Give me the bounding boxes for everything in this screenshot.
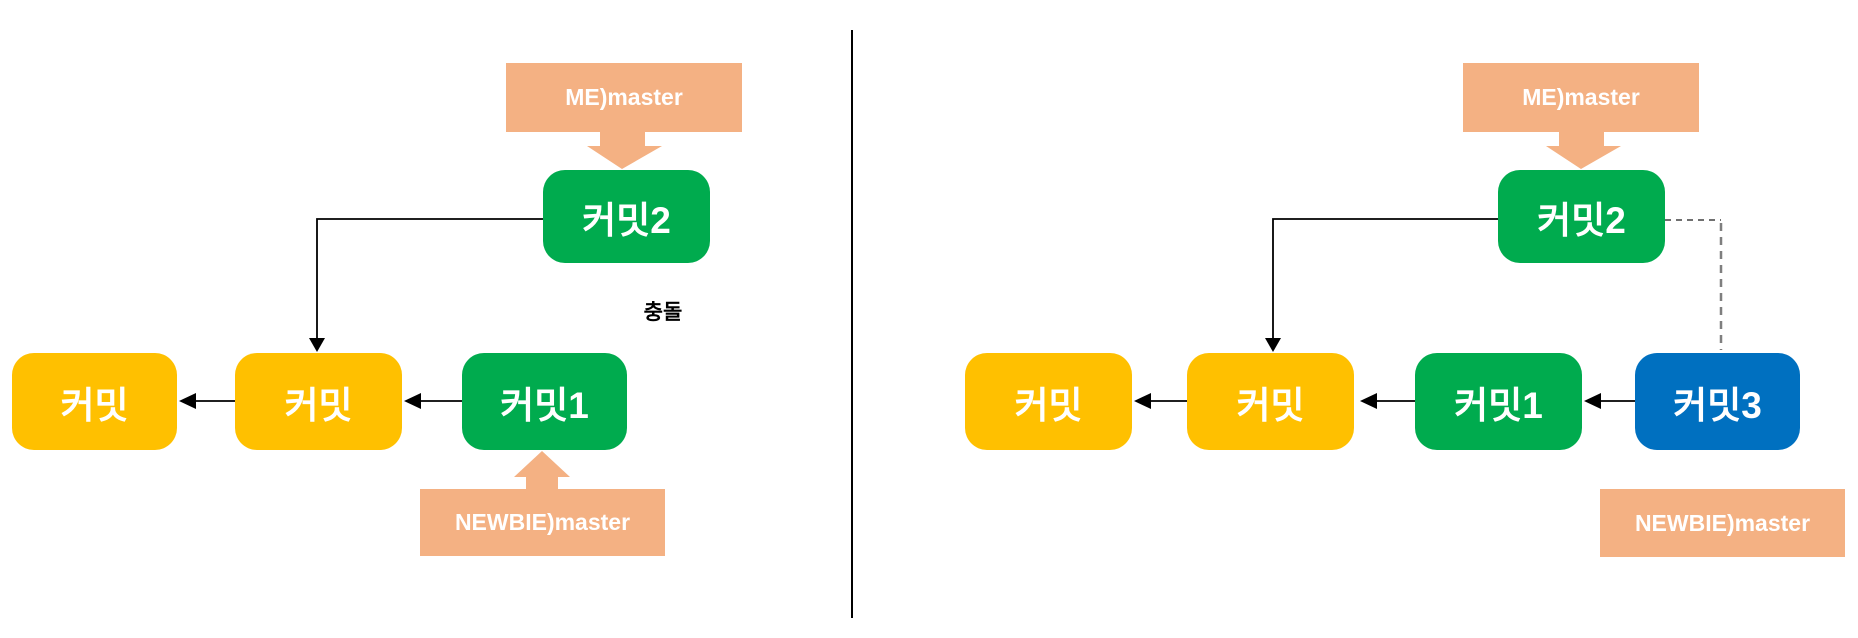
left-arrowhead-commit1-to-mid-icon xyxy=(404,393,421,409)
right-me-down-arrow-icon xyxy=(1546,131,1621,169)
left-commit2-box: 커밋2 xyxy=(543,170,710,263)
left-elbow-arrowhead-icon xyxy=(309,338,325,352)
left-commit-mid-box: 커밋 xyxy=(235,353,402,450)
right-commit2-box: 커밋2 xyxy=(1498,170,1665,263)
right-commit1-box: 커밋1 xyxy=(1415,353,1582,450)
right-commit3-box: 커밋3 xyxy=(1635,353,1800,450)
left-me-down-arrow-icon xyxy=(587,131,662,169)
right-commit-mid-box: 커밋 xyxy=(1187,353,1354,450)
left-conflict-text: 충돌 xyxy=(643,301,683,324)
panel-divider xyxy=(851,30,853,618)
right-elbow-connector xyxy=(1272,218,1498,346)
right-arrowhead-commit-mid-to-old-icon xyxy=(1134,393,1151,409)
left-me-branch-label: ME)master xyxy=(506,63,742,132)
right-arrowhead-commit1-to-mid-icon xyxy=(1360,393,1377,409)
left-newbie-branch-label: NEWBIE)master xyxy=(420,489,665,556)
left-newbie-up-arrow-icon xyxy=(514,451,570,490)
right-elbow-arrowhead-icon xyxy=(1265,338,1281,352)
right-me-branch-label: ME)master xyxy=(1463,63,1699,132)
left-commit-old-box: 커밋 xyxy=(12,353,177,450)
left-elbow-connector xyxy=(316,218,543,346)
left-arrowhead-commit-mid-to-old-icon xyxy=(179,393,196,409)
right-arrowhead-commit3-to-commit1-icon xyxy=(1584,393,1601,409)
right-commit-old-box: 커밋 xyxy=(965,353,1132,450)
right-newbie-branch-label: NEWBIE)master xyxy=(1600,489,1845,557)
left-commit1-box: 커밋1 xyxy=(462,353,627,450)
